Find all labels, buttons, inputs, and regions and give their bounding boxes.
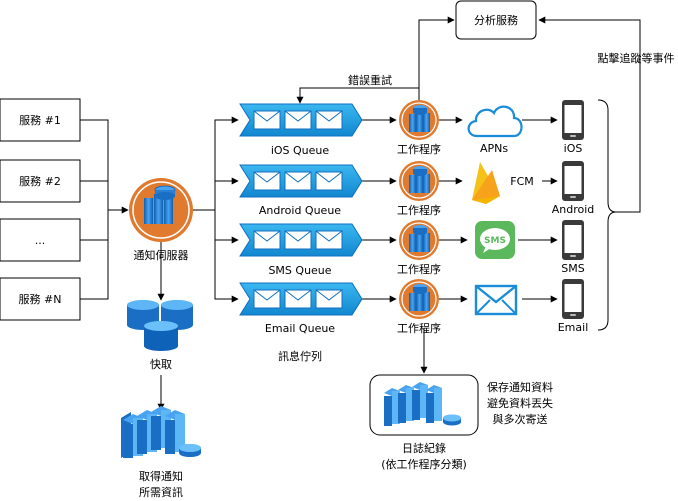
queue-icon	[239, 164, 363, 198]
queue-email-label: Email Queue	[265, 322, 335, 335]
worker-icon	[399, 220, 439, 260]
device-email-label: Email	[558, 321, 589, 334]
worker-email: 工作程序	[397, 279, 441, 335]
cache-label: 快取	[150, 358, 172, 371]
service-3-label: ...	[35, 234, 46, 247]
device-ios: iOS	[562, 100, 584, 155]
log-label-line-1: 日誌紀錄	[402, 441, 446, 455]
log-note-line-1: 保存通知資料	[487, 380, 553, 394]
database-label-line-2: 所需資訊	[139, 485, 183, 499]
edge-tracking-analytics	[538, 16, 641, 213]
log-server-icon	[384, 382, 461, 426]
server-icon	[129, 178, 193, 242]
analytics-service: 分析服務	[455, 0, 537, 40]
queue-android: Android Queue	[239, 164, 363, 217]
firebase-icon	[472, 162, 500, 204]
database-label-line-1: 取得通知	[139, 469, 183, 483]
queue-icon	[239, 223, 363, 257]
worker-label: 工作程序	[397, 262, 441, 276]
database-icon	[121, 406, 201, 458]
database: 取得通知 所需資訊	[121, 406, 201, 499]
notification-server: 通知伺服器	[129, 178, 193, 262]
device-android: Android	[552, 161, 595, 216]
service-n: 服務 #N	[0, 277, 81, 321]
edge-retry	[296, 87, 420, 104]
sms-icon: SMS	[475, 221, 515, 259]
queue-android-label: Android Queue	[259, 204, 341, 217]
device-email: Email	[558, 279, 589, 334]
worker-icon	[399, 161, 439, 201]
edge-server-queue-sms	[214, 120, 239, 303]
service-3: ...	[0, 218, 81, 262]
worker-label: 工作程序	[397, 203, 441, 217]
queue-sms: SMS Queue	[239, 223, 363, 277]
phone-icon	[562, 279, 584, 319]
notification-server-label: 通知伺服器	[134, 248, 189, 262]
sms-icon-text: SMS	[484, 236, 506, 246]
mail-icon	[474, 284, 518, 316]
cloud-icon	[467, 105, 523, 138]
queue-icon	[239, 103, 363, 137]
log-note-line-3: 與多次寄送	[493, 412, 548, 426]
devices-brace	[597, 99, 617, 331]
cache: 快取	[127, 300, 193, 371]
phone-icon	[562, 220, 584, 260]
service-2: 服務 #2	[0, 159, 81, 203]
device-sms-label: SMS	[561, 262, 584, 275]
queue-email: Email Queue	[239, 282, 363, 335]
analytics-label: 分析服務	[474, 13, 518, 27]
device-sms: SMS	[561, 220, 585, 275]
fcm-provider: FCM	[472, 162, 534, 204]
providers: APNs FCM SMS	[467, 105, 534, 316]
service-boxes: 服務 #1 服務 #2 ... 服務 #N	[0, 98, 81, 321]
queue-sms-label: SMS Queue	[268, 264, 331, 277]
queue-ios-label: iOS Queue	[271, 144, 330, 157]
apns-label: APNs	[480, 142, 508, 155]
queue-ios: iOS Queue	[239, 103, 363, 157]
sms-provider: SMS	[475, 221, 515, 259]
log-note-line-2: 避免資料丟失	[487, 396, 553, 410]
phone-icon	[562, 100, 584, 140]
worker-android: 工作程序	[397, 161, 441, 217]
worker-label: 工作程序	[397, 142, 441, 156]
device-android-label: Android	[552, 203, 595, 216]
edge-worker-analytics	[418, 16, 455, 88]
service-n-label: 服務 #N	[19, 292, 62, 306]
devices: iOS Android SMS Email	[552, 99, 617, 334]
cache-icon	[127, 300, 193, 351]
queue-group-label: 訊息佇列	[278, 349, 322, 363]
worker-sms: 工作程序	[397, 220, 441, 276]
service-1: 服務 #1	[0, 98, 81, 142]
worker-icon	[399, 279, 439, 319]
edges	[80, 16, 641, 411]
edge-service-n-server	[80, 210, 109, 300]
worker-label: 工作程序	[397, 321, 441, 335]
device-ios-label: iOS	[564, 142, 583, 155]
apns-provider: APNs	[467, 105, 523, 155]
service-2-label: 服務 #2	[19, 174, 61, 188]
email-provider	[474, 284, 518, 316]
log-note: 保存通知資料 避免資料丟失 與多次寄送	[487, 380, 553, 426]
log-label-line-2: (依工作程序分類)	[381, 457, 467, 471]
worker-icon	[399, 100, 439, 140]
workers: 工作程序 工作程序 工作程序 工作程序	[397, 100, 441, 335]
queue-icon	[239, 282, 363, 316]
worker-ios: 工作程序	[397, 100, 441, 156]
log-store: 日誌紀錄 (依工作程序分類)	[369, 374, 479, 471]
phone-icon	[562, 161, 584, 201]
fcm-label: FCM	[510, 175, 534, 188]
service-1-label: 服務 #1	[19, 113, 61, 127]
tracking-label: 點擊追蹤等事件	[598, 51, 675, 65]
retry-label: 錯誤重試	[348, 73, 392, 87]
message-queues: iOS Queue Android Queue SMS Queue	[239, 103, 363, 363]
edge-service-1-server	[80, 119, 129, 214]
